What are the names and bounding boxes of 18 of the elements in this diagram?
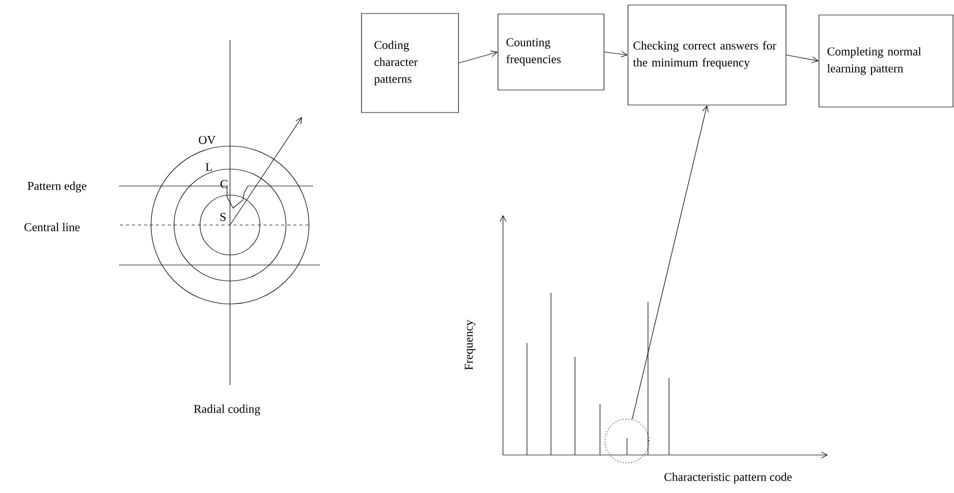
- process-box: Checking correct answers for the minimum frequency: [628, 4, 786, 106]
- arrow: [604, 50, 628, 58]
- arrow: [458, 50, 498, 64]
- label: Central line: [24, 222, 80, 232]
- label: S: [220, 212, 226, 221]
- process-box: Coding character patterns: [361, 13, 459, 113]
- label: OV: [198, 136, 216, 144]
- process-box: Counting frequencies: [498, 14, 604, 90]
- arrow: [632, 105, 709, 420]
- process-box: Completing normal learning pattern: [818, 14, 954, 108]
- dotted-circle: [604, 418, 650, 464]
- label: Frequency: [464, 320, 476, 370]
- label: L: [206, 163, 212, 171]
- label: Radial coding: [194, 404, 260, 416]
- label: C: [220, 180, 228, 188]
- label: Pattern edge: [28, 182, 86, 192]
- label: Characteristic pattern code: [664, 472, 792, 484]
- arrow: [786, 54, 819, 64]
